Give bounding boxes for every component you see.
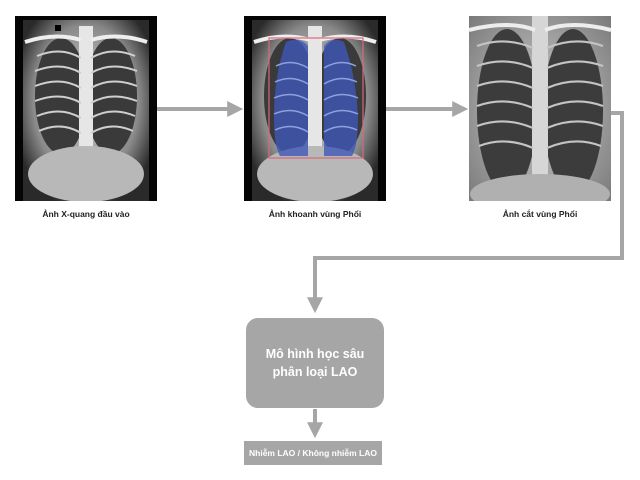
input-caption: Ảnh X-quang đầu vào (42, 209, 130, 219)
segmented-caption: Ảnh khoanh vùng Phổi (268, 209, 362, 219)
deep-learning-model-box: Mô hình học sâu phân loại LAO (246, 318, 384, 408)
cropped-caption: Ảnh cắt vùng Phổi (502, 209, 578, 219)
crop-rect (268, 37, 364, 159)
segmented-xray-image (244, 16, 386, 201)
arrow-cropped-to-model (307, 111, 624, 314)
model-label-line2: phân loại LAO (272, 365, 358, 379)
result-label: Nhiễm LAO / Không nhiễm LAO (249, 448, 377, 458)
classification-result-box: Nhiễm LAO / Không nhiễm LAO (244, 441, 382, 465)
cropped-xray-image (469, 16, 611, 201)
input-xray-image (15, 16, 157, 201)
model-label-line1: Mô hình học sâu (265, 347, 365, 361)
